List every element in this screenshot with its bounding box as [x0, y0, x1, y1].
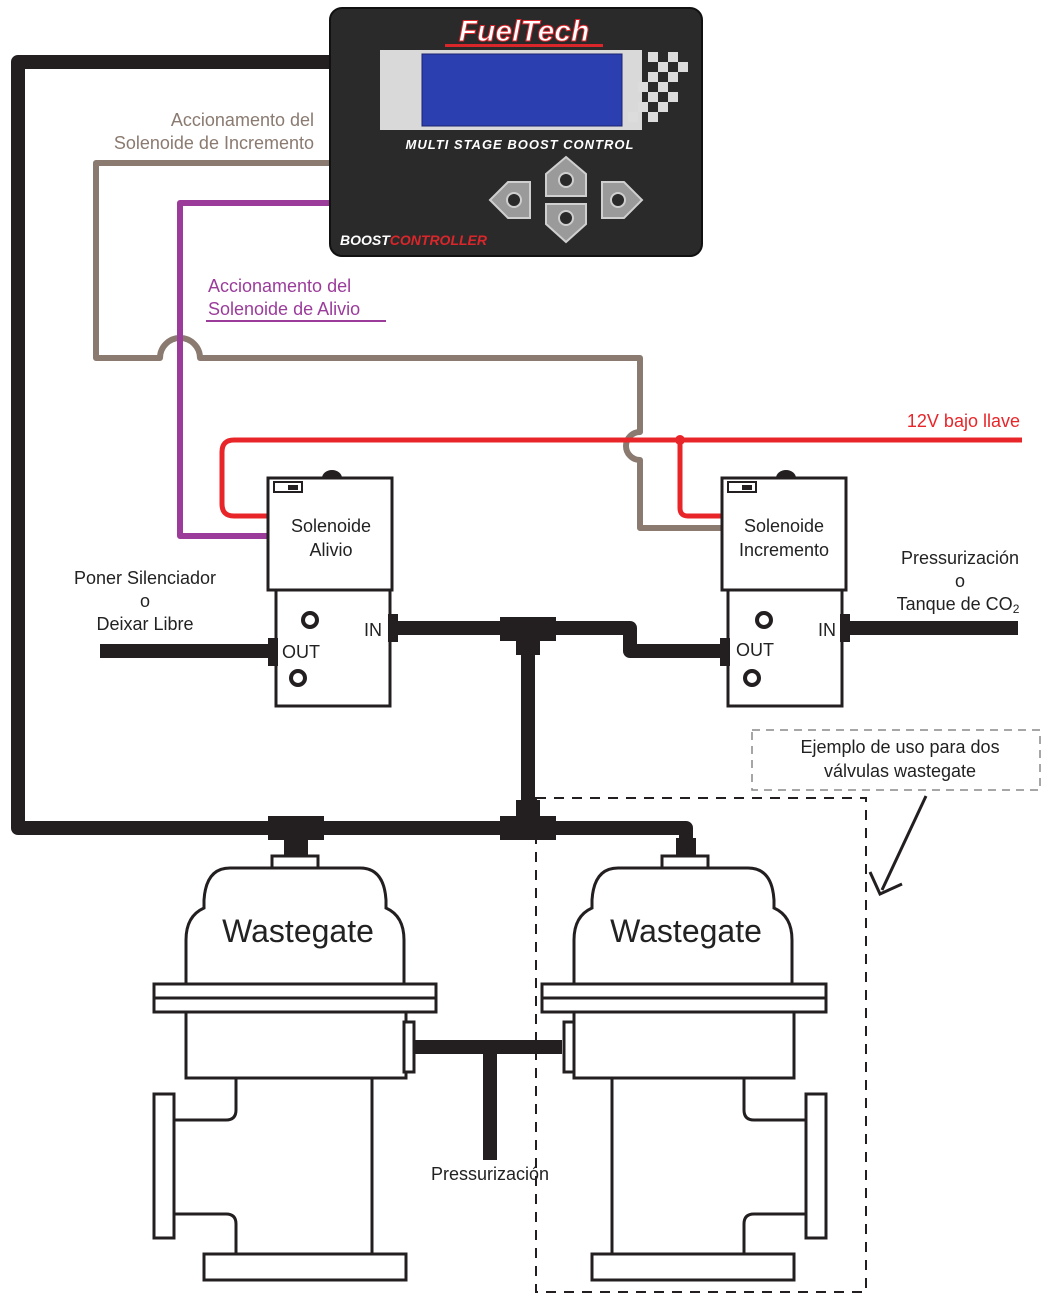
exhaust-label-2: o: [140, 591, 150, 611]
callout-arrow-head: [868, 871, 903, 896]
relief-drive-label-2: Solenoide de Alivio: [208, 299, 360, 319]
boost-controller: FuelTech MULTI STAGE BOOST CONTROL: [329, 7, 703, 257]
left-wg-housing: [184, 1010, 408, 1080]
controller-hose-nipple: [296, 55, 332, 69]
controller-brand: FuelTech: [459, 15, 590, 48]
increment-solenoid: Solenoide Incremento IN OUT: [720, 470, 850, 708]
relief-drive-underline: [206, 320, 386, 322]
relief-coil: [266, 476, 394, 592]
exhaust-label-3: Deixar Libre: [96, 614, 193, 634]
power-label: 12V bajo llave: [907, 411, 1020, 431]
relief-out-label: OUT: [282, 642, 320, 662]
increment-terminal: [776, 470, 796, 478]
increment-out-hose: [556, 621, 720, 658]
increment-screw-bottom: [743, 669, 761, 687]
right-wg-bottom-flange: [590, 1252, 796, 1282]
left-wg-flange-top: [152, 982, 438, 1000]
right-wg-flange-top: [540, 982, 828, 1000]
relief-out-port: [268, 638, 278, 666]
controller-model: BOOSTCONTROLLER: [340, 232, 488, 248]
left-wg-body: [172, 1076, 374, 1256]
right-wg-side-flange: [804, 1092, 828, 1240]
relief-screw-top: [301, 611, 319, 629]
checker-flag-icon: [628, 52, 688, 122]
right-wg-stem: [676, 838, 696, 858]
right-wg-cap: [660, 854, 710, 870]
increment-drive-wire: [93, 160, 722, 531]
left-wg-stem: [284, 838, 308, 858]
supply-label-1: Pressurización: [901, 548, 1019, 568]
left-wg-label: Wastegate: [222, 913, 374, 949]
left-button-dot: [506, 192, 522, 208]
example-region: [535, 797, 867, 1293]
callout-line-2: válvulas wastegate: [824, 761, 976, 781]
example-dashed-box: [535, 797, 867, 1293]
relief-label-2: Alivio: [309, 540, 352, 560]
callout-dashed-box: [751, 729, 1041, 791]
left-wg-side-flange: [152, 1092, 176, 1240]
lcd-screen: [421, 53, 623, 127]
increment-out-label: OUT: [736, 640, 774, 660]
down-button-dot: [558, 210, 574, 226]
increment-in-label: IN: [818, 620, 836, 640]
left-wg-tee: [268, 816, 324, 840]
in-tee-stem: [516, 639, 540, 655]
relief-valve-body: [274, 588, 392, 708]
increment-in-port: [840, 614, 850, 642]
increment-label-1: Solenoide: [744, 516, 824, 536]
in-tee-fitting: [500, 617, 556, 641]
increment-valve-body: [726, 588, 844, 708]
increment-out-port: [720, 638, 730, 666]
brand-underline: [445, 44, 603, 47]
supply-label-2: o: [955, 571, 965, 591]
nav-buttons: [488, 155, 644, 244]
left-wg-bottom-flange: [202, 1252, 408, 1282]
power-wire: [219, 437, 1022, 519]
relief-terminal: [322, 470, 342, 478]
left-wg-side-port: [402, 1020, 416, 1074]
right-wg-flange-bottom: [540, 996, 828, 1014]
controller-subtitle: MULTI STAGE BOOST CONTROL: [406, 137, 635, 152]
left-wg-cap: [270, 854, 320, 870]
exhaust-label-1: Poner Silenciador: [74, 568, 216, 588]
relief-solenoid: Solenoide Alivio IN OUT: [266, 470, 398, 708]
controller-reference-hose: [11, 55, 330, 835]
right-wg-housing: [572, 1010, 796, 1080]
callout-arrow: [880, 795, 928, 891]
increment-drive-label-1: Accionamento del: [171, 110, 314, 130]
increment-label-2: Incremento: [739, 540, 829, 560]
increment-screw-top: [755, 611, 773, 629]
relief-in-label: IN: [364, 620, 382, 640]
wastegate-right: Wastegate: [540, 854, 828, 1282]
left-wg-flange-bottom: [152, 996, 438, 1014]
power-junction: [675, 435, 685, 445]
relief-screw-bottom: [289, 669, 307, 687]
right-wg-side-port: [562, 1020, 576, 1074]
wastegate-top-hose: [270, 821, 693, 856]
right-wg-body: [610, 1076, 808, 1256]
relief-drive-label-1: Accionamento del: [208, 276, 351, 296]
right-wg-label: Wastegate: [610, 913, 762, 949]
tee-fittings: [268, 55, 696, 858]
relief-drive-wire: [177, 200, 330, 539]
callout-line-1: Ejemplo de uso para dos: [800, 737, 999, 757]
example-callout: Ejemplo de uso para dos válvulas wastega…: [751, 729, 1041, 896]
bottom-tee-stem: [516, 800, 540, 818]
wastegate-left: Wastegate: [152, 854, 438, 1282]
relief-label-1: Solenoide: [291, 516, 371, 536]
relief-in-port: [388, 614, 398, 642]
right-button-dot: [610, 192, 626, 208]
bottom-pressure-label: Pressurización: [431, 1164, 549, 1184]
annotations: Accionamento del Solenoide de Incremento…: [74, 110, 1020, 1184]
bottom-tee-fitting: [500, 816, 556, 840]
up-button-dot: [558, 172, 574, 188]
increment-coil: [720, 476, 848, 592]
increment-drive-label-2: Solenoide de Incremento: [114, 133, 314, 153]
supply-label-3: Tanque de CO2: [897, 594, 1020, 616]
